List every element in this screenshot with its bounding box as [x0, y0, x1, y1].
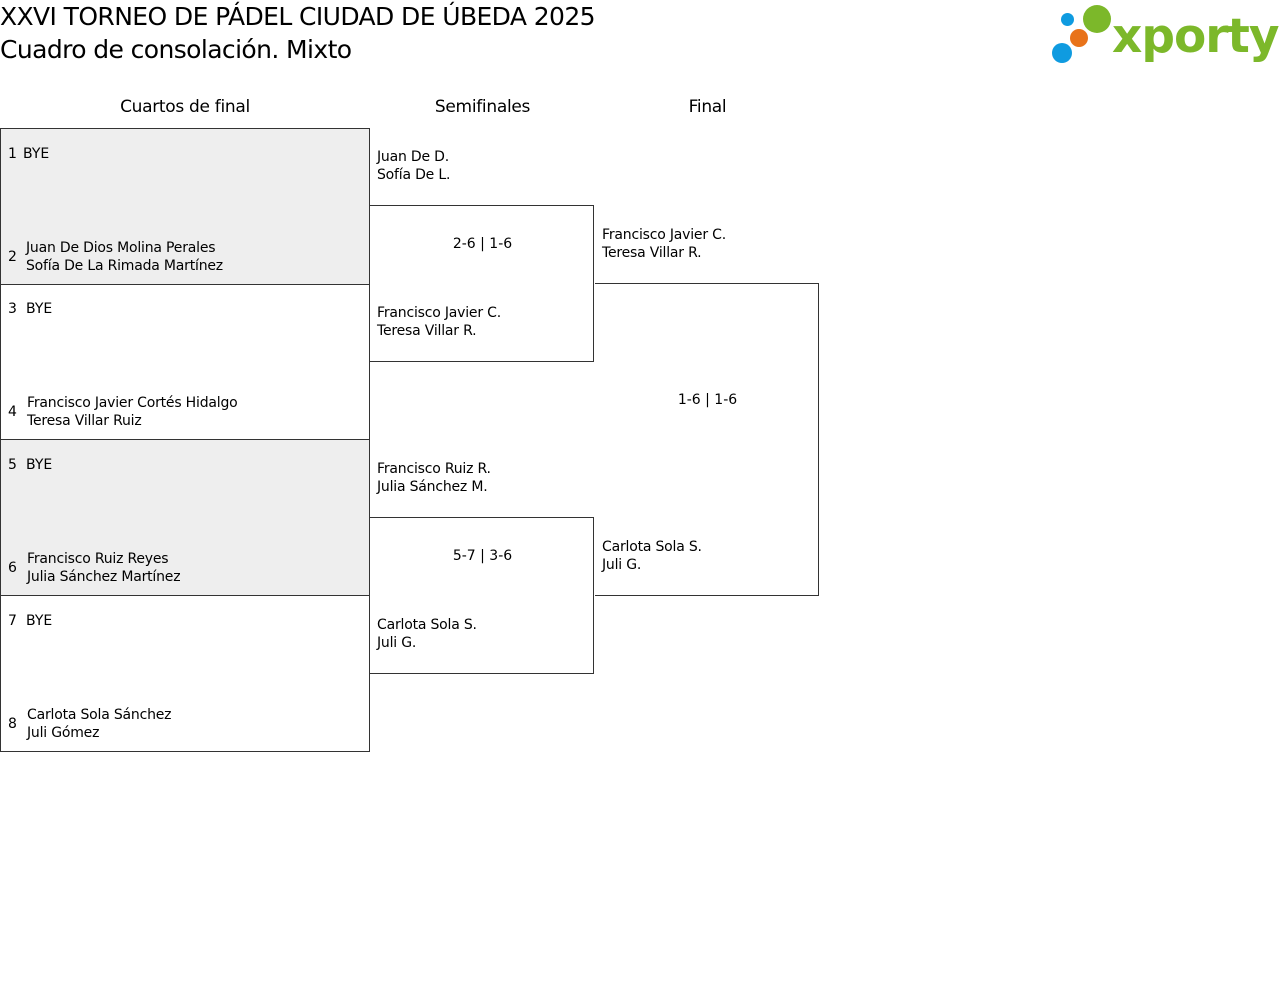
pair-names[interactable]: Carlota Sola Sánchez Juli Gómez [27, 706, 172, 742]
seed-number: 8 [8, 716, 17, 732]
player-name: Francisco Ruiz Reyes [27, 551, 169, 567]
player-name: Francisco Javier Cortés Hidalgo [27, 395, 238, 411]
quarter-match-4: 7 BYE 8 Carlota Sola Sánchez Juli Gómez [0, 596, 370, 752]
player-name: Juan De D. [377, 149, 449, 165]
seed-number: 5 [8, 457, 17, 473]
logo-dot-green [1083, 5, 1111, 33]
logo-dot-orange [1070, 29, 1088, 47]
pair-names[interactable]: Francisco Ruiz Reyes Julia Sánchez Martí… [27, 550, 181, 586]
logo-dot-blue-small [1061, 13, 1074, 26]
player-name: Sofía De La Rimada Martínez [26, 258, 223, 274]
player-name: Francisco Ruiz R. [377, 461, 491, 477]
pair-names[interactable]: Juan De Dios Molina Perales Sofía De La … [26, 239, 223, 275]
seed-number: 6 [8, 560, 17, 576]
player-name: Carlota Sola S. [602, 539, 702, 555]
semi-2-score: 5-7 | 3-6 [452, 548, 513, 564]
semi-1-score: 2-6 | 1-6 [452, 236, 513, 252]
seed-number: 2 [8, 249, 17, 265]
seed-number: 3 [8, 301, 17, 317]
final-score: 1-6 | 1-6 [677, 392, 738, 408]
player-name: Juli G. [377, 635, 417, 651]
semi-match-2 [370, 517, 594, 674]
final-match [595, 283, 819, 596]
bye-label: BYE [26, 613, 53, 629]
player-name: Francisco Javier C. [377, 305, 501, 321]
player-name: Francisco Javier C. [602, 227, 726, 243]
bye-label: BYE [26, 457, 53, 473]
player-name: Juli Gómez [27, 725, 100, 741]
quarter-match-3: 5 BYE 6 Francisco Ruiz Reyes Julia Sánch… [0, 440, 370, 596]
column-header-quarters: Cuartos de final [120, 97, 250, 117]
semi-match-1 [370, 205, 594, 362]
player-name: Juan De Dios Molina Perales [26, 240, 216, 256]
tournament-title: XXVI TORNEO DE PÁDEL CIUDAD DE ÚBEDA 202… [0, 2, 596, 31]
logo-dot-blue [1052, 43, 1072, 63]
bye-label: BYE [23, 146, 50, 162]
bye-label: BYE [26, 301, 53, 317]
player-name: Juli G. [602, 557, 642, 573]
player-name: Carlota Sola Sánchez [27, 707, 172, 723]
player-name: Carlota Sola S. [377, 617, 477, 633]
column-header-semis: Semifinales [434, 97, 531, 117]
seed-number: 4 [8, 404, 17, 420]
player-name: Sofía De L. [377, 167, 451, 183]
column-header-final: Final [688, 97, 727, 117]
final-top-pair[interactable]: Francisco Javier C. Teresa Villar R. [602, 226, 726, 262]
semi-1-top-pair[interactable]: Juan De D. Sofía De L. [377, 148, 450, 184]
draw-subtitle: Cuadro de consolación. Mixto [0, 35, 352, 64]
xporty-logo[interactable]: xporty [1050, 3, 1280, 67]
seed-number: 7 [8, 613, 17, 629]
player-name: Teresa Villar Ruiz [27, 413, 142, 429]
final-bottom-pair[interactable]: Carlota Sola S. Juli G. [602, 538, 702, 574]
player-name: Teresa Villar R. [602, 245, 702, 261]
quarter-match-1: 1 BYE 2 Juan De Dios Molina Perales Sofí… [0, 128, 370, 285]
pair-names[interactable]: Francisco Javier Cortés Hidalgo Teresa V… [27, 394, 238, 430]
player-name: Julia Sánchez M. [377, 479, 488, 495]
quarter-match-2: 3 BYE 4 Francisco Javier Cortés Hidalgo … [0, 284, 370, 440]
seed-number: 1 [8, 146, 17, 162]
semi-2-bottom-pair[interactable]: Carlota Sola S. Juli G. [377, 616, 477, 652]
semi-1-bottom-pair[interactable]: Francisco Javier C. Teresa Villar R. [377, 304, 501, 340]
logo-wordmark: xporty [1112, 9, 1280, 64]
semi-2-top-pair[interactable]: Francisco Ruiz R. Julia Sánchez M. [377, 460, 491, 496]
player-name: Julia Sánchez Martínez [27, 569, 181, 585]
player-name: Teresa Villar R. [377, 323, 477, 339]
